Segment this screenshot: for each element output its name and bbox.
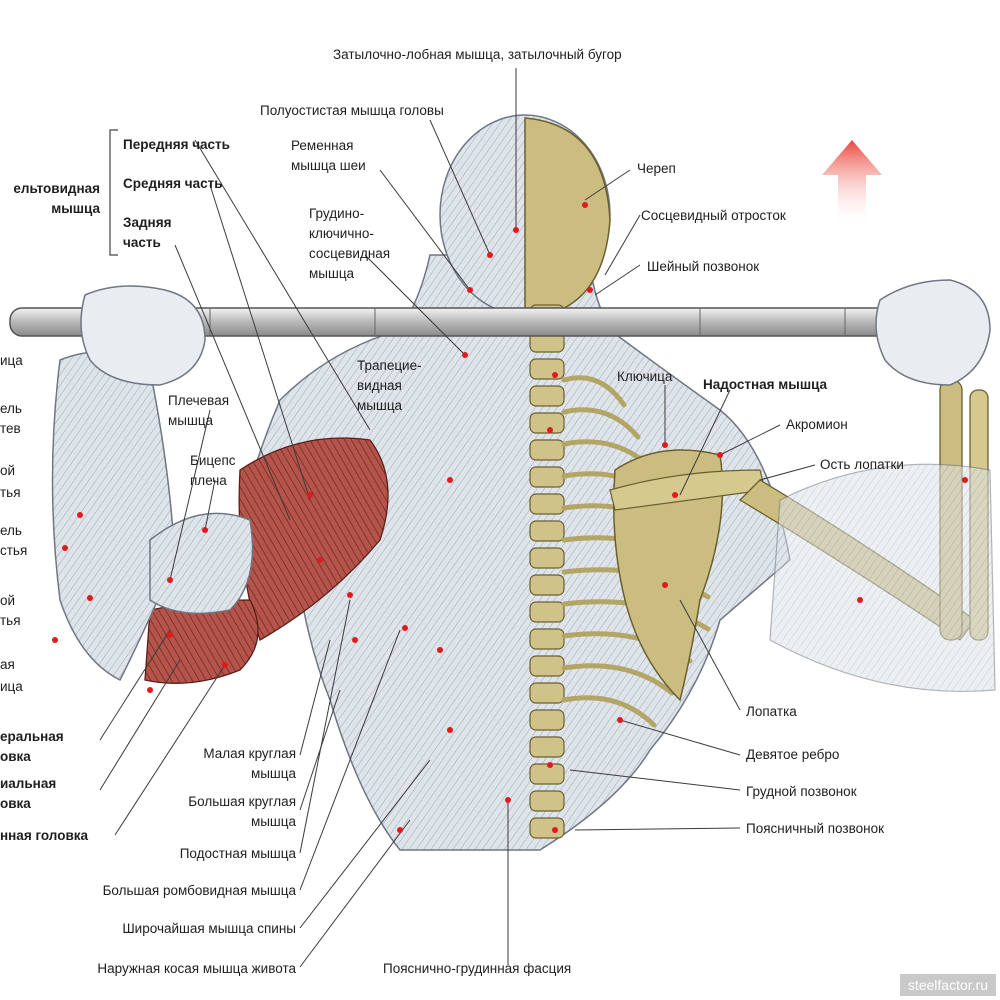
vertebra bbox=[529, 628, 565, 650]
label-scm-1: Грудино- bbox=[309, 206, 365, 221]
label-infraspinatus: Подостная мышца bbox=[179, 846, 296, 861]
vertebra bbox=[529, 547, 565, 569]
label-edge-5: тья bbox=[0, 485, 21, 500]
head bbox=[439, 114, 611, 316]
label-ninth-rib: Девятое ребро bbox=[746, 747, 840, 762]
label-deltoid-middle: Средняя часть bbox=[123, 176, 223, 191]
label-edge-4: ой bbox=[0, 463, 16, 478]
vertebra bbox=[529, 817, 565, 839]
leader-lines bbox=[99, 68, 816, 968]
vertebra bbox=[529, 655, 565, 677]
label-splenius-2: мышца шеи bbox=[291, 158, 366, 173]
watermark: steelfactor.ru bbox=[899, 974, 996, 996]
vertebra bbox=[529, 763, 565, 785]
label-occipitofrontalis: Затылочно-лобная мышца, затылочный бугор bbox=[333, 47, 622, 62]
label-trapezius-1: Трапецие- bbox=[357, 358, 422, 373]
vertebra bbox=[529, 682, 565, 704]
label-teres-major-1: Большая круглая bbox=[188, 794, 296, 809]
label-triceps-lateral-1: еральная bbox=[0, 729, 64, 744]
label-cervical-vertebra: Шейный позвонок bbox=[647, 259, 760, 274]
label-triceps-medial-1: иальная bbox=[0, 776, 57, 791]
label-edge-2: ель bbox=[0, 401, 22, 416]
right-hand bbox=[875, 279, 991, 386]
vertebra bbox=[529, 493, 565, 515]
right-arm-bones bbox=[738, 379, 996, 693]
label-rhomboid: Большая ромбовидная мышца bbox=[102, 883, 296, 898]
label-semispinalis: Полуостистая мышца головы bbox=[260, 103, 444, 118]
vertebra bbox=[529, 709, 565, 731]
vertebra bbox=[529, 466, 565, 488]
vertebra bbox=[529, 385, 565, 407]
label-biceps-1: Бицепс bbox=[190, 453, 236, 468]
label-thoracic-vertebra: Грудной позвонок bbox=[746, 784, 857, 799]
label-external-oblique: Наружная косая мышца живота bbox=[97, 961, 296, 976]
rib bbox=[561, 663, 675, 696]
vertebra bbox=[529, 439, 565, 461]
label-edge-7: стья bbox=[0, 543, 28, 558]
rib bbox=[561, 695, 657, 728]
vertebra bbox=[529, 574, 565, 596]
label-deltoid-title-2: мышца bbox=[51, 201, 100, 216]
label-scapular-spine: Ость лопатки bbox=[820, 457, 904, 472]
label-edge-1: ица bbox=[0, 353, 23, 368]
label-edge-11: ица bbox=[0, 679, 23, 694]
label-brachialis-1: Плечевая bbox=[168, 393, 230, 408]
spine bbox=[529, 304, 565, 839]
label-edge-3: тев bbox=[0, 421, 21, 436]
label-deltoid-rear-1: Задняя bbox=[123, 215, 172, 230]
label-teres-minor-1: Малая круглая bbox=[203, 746, 296, 761]
label-deltoid-rear-2: часть bbox=[123, 235, 161, 250]
label-scapula: Лопатка bbox=[746, 704, 797, 719]
label-lumbar-vertebra: Поясничный позвонок bbox=[746, 821, 885, 836]
label-edge-10: ая bbox=[0, 657, 15, 672]
left-arm bbox=[51, 351, 254, 682]
label-thoracolumbar-fascia: Пояснично-грудинная фасция bbox=[383, 961, 572, 976]
label-triceps-lateral-2: овка bbox=[0, 749, 31, 764]
label-trapezius-3: мышца bbox=[357, 398, 403, 413]
label-scm-2: ключично- bbox=[309, 226, 374, 241]
label-edge-8: ой bbox=[0, 593, 16, 608]
label-biceps-2: плеча bbox=[190, 473, 227, 488]
label-trapezius-2: видная bbox=[357, 378, 402, 393]
vertebra bbox=[529, 358, 565, 380]
label-edge-9: тья bbox=[0, 613, 21, 628]
label-deltoid-front: Передняя часть bbox=[123, 137, 230, 152]
muscle-markers bbox=[52, 202, 968, 833]
label-triceps-medial-2: овка bbox=[0, 796, 31, 811]
label-edge-6: ель bbox=[0, 523, 22, 538]
deltoid-label-bracket bbox=[109, 129, 118, 256]
direction-arrow-icon bbox=[822, 140, 882, 228]
label-splenius-1: Ременная bbox=[291, 138, 354, 153]
label-triceps-long: нная головка bbox=[0, 828, 89, 843]
label-supraspinatus: Надостная мышца bbox=[703, 377, 828, 392]
rib bbox=[561, 407, 641, 440]
label-scm-4: мышца bbox=[309, 266, 355, 281]
label-teres-minor-2: мышца bbox=[250, 766, 296, 781]
vertebra bbox=[529, 790, 565, 812]
vertebra bbox=[529, 412, 565, 434]
torso-muscles bbox=[229, 254, 791, 851]
vertebra bbox=[529, 520, 565, 542]
label-acromion: Акромион bbox=[786, 417, 848, 432]
label-mastoid: Сосцевидный отросток bbox=[641, 208, 786, 223]
vertebra bbox=[529, 736, 565, 758]
vertebra bbox=[529, 601, 565, 623]
label-teres-major-2: мышца bbox=[250, 814, 296, 829]
label-skull: Череп bbox=[637, 161, 676, 176]
left-hand bbox=[80, 285, 206, 386]
label-deltoid-title-1: ельтовидная bbox=[13, 181, 100, 196]
rib bbox=[561, 375, 627, 408]
label-brachialis-2: мышца bbox=[168, 413, 214, 428]
label-latissimus: Широчайшая мышца спины bbox=[122, 921, 296, 936]
label-clavicle: Ключица bbox=[617, 369, 673, 384]
label-scm-3: сосцевидная bbox=[309, 246, 391, 261]
